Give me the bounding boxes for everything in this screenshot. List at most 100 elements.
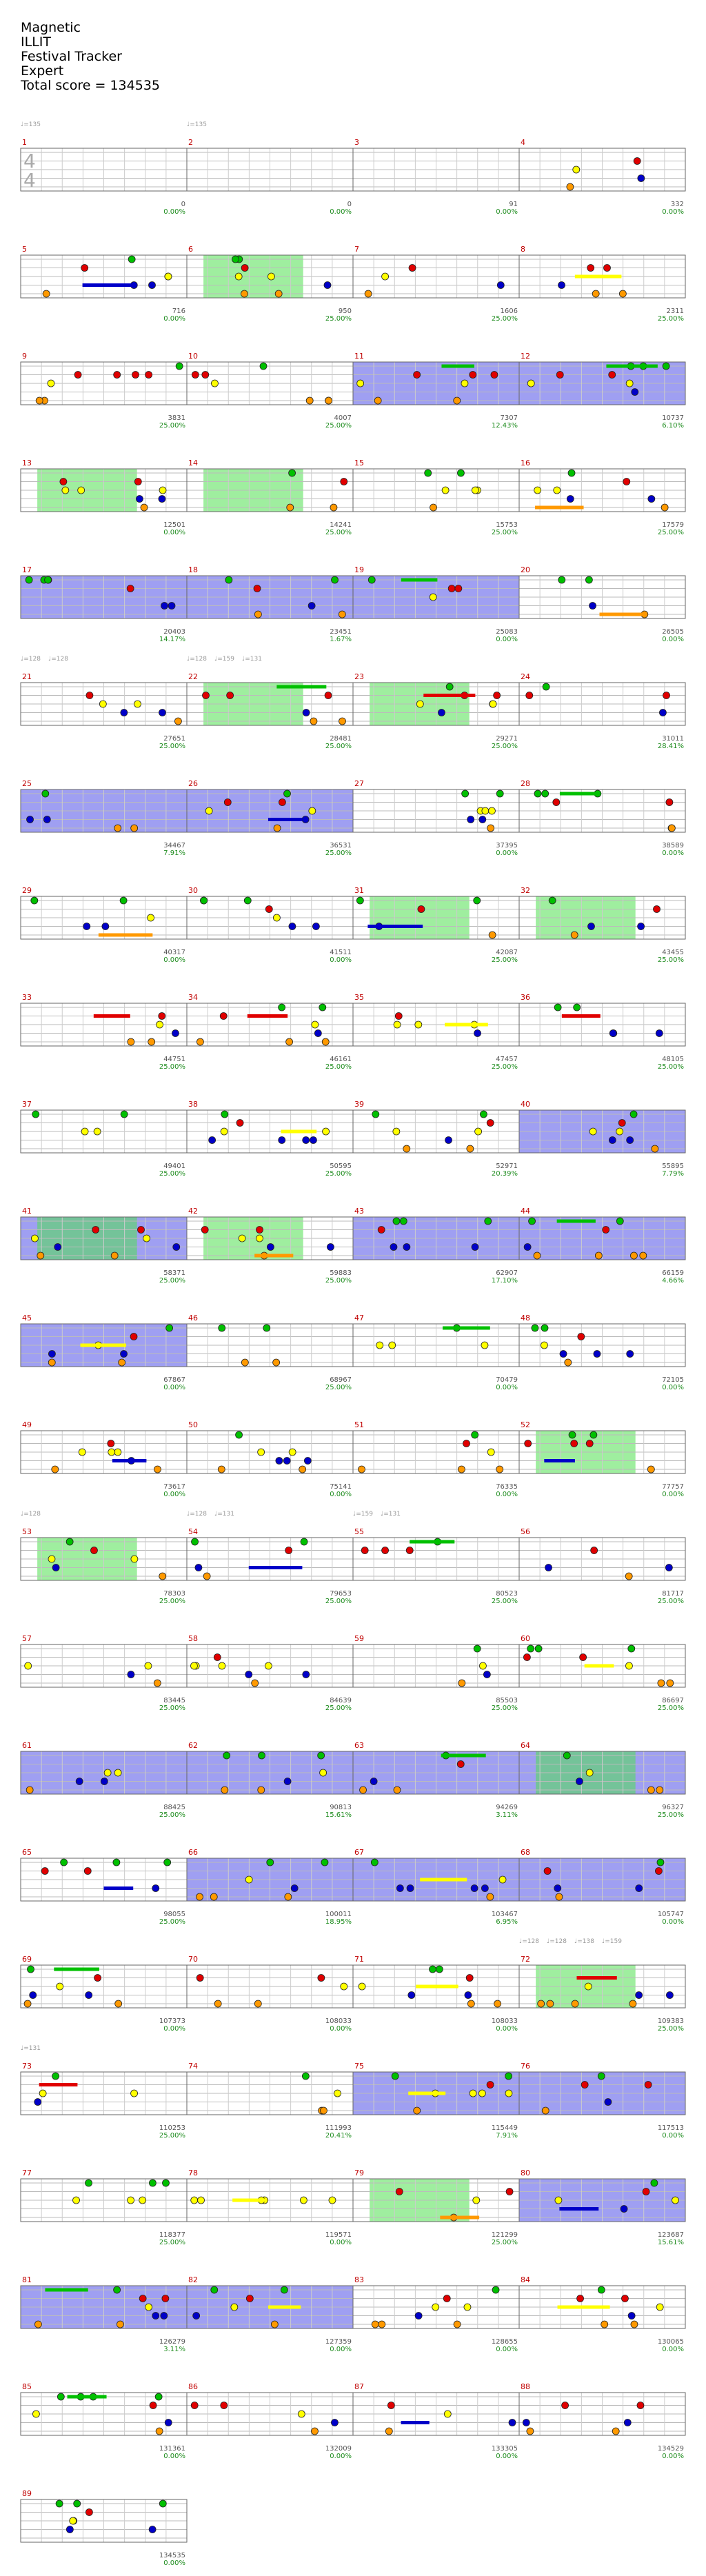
measure-border [518,2285,686,2329]
overdrive-percent: 0.00% [496,2453,518,2460]
note-gem [251,1679,259,1687]
note-gem [471,1243,479,1251]
cumulative-score: 108033 [492,2017,518,2025]
measure-number: 45 [22,1314,32,1322]
tempo-marker: ♩=135 [187,121,207,128]
note-gem [483,1671,491,1678]
note-gem [592,290,600,298]
note-gem [377,1226,385,1234]
measure-border [518,361,686,405]
note-gem [403,1145,411,1153]
note-gem [587,923,595,930]
note-gem [108,1448,116,1456]
sustain-tail [445,1023,488,1027]
cumulative-score: 128655 [492,2338,518,2346]
sustain-tail [559,792,601,796]
note-gem [618,1119,626,1127]
overdrive-percent: 25.00% [492,529,518,536]
note-gem [563,1751,571,1760]
overdrive-percent: 4.66% [662,1277,684,1285]
overdrive-percent: 25.00% [159,1704,185,1712]
measure-number: 35 [354,993,364,1002]
note-gem [626,1350,634,1358]
note-gem [566,495,574,503]
overdrive-percent: 0.00% [330,2239,352,2246]
measure-number: 63 [354,1741,364,1750]
note-gem [317,1974,325,1982]
note-gem [429,1965,436,1973]
note-gem [155,2427,163,2435]
cumulative-score: 105747 [658,1911,684,1918]
overdrive-percent: 25.00% [325,529,352,536]
note-gem [31,1234,39,1242]
note-gem [223,798,232,806]
cumulative-score: 67867 [163,1376,185,1384]
note-gem [257,1448,265,1456]
note-gem [288,469,296,477]
sustain-tail [420,1878,467,1882]
note-gem [83,923,91,930]
note-gem [478,2089,486,2097]
note-gem [41,1867,49,1875]
note-gem [608,371,616,379]
cumulative-score: 58371 [163,1269,185,1277]
cumulative-score: 72105 [662,1376,684,1384]
measure-border [518,2392,686,2436]
measure-number: 7 [354,245,359,254]
note-gem [597,2286,605,2294]
note-gem [388,1341,396,1349]
sustain-tail [416,1984,458,1989]
sustain-tail [544,1459,576,1462]
cumulative-score: 42087 [496,949,518,956]
measure-number: 80 [521,2169,530,2177]
note-gem [321,1038,330,1046]
measure-number: 37 [22,1100,32,1109]
note-gem [137,1226,145,1234]
note-gem [26,816,34,823]
overdrive-percent: 15.61% [325,1811,352,1819]
note-gem [103,1769,112,1777]
note-gem [461,789,470,798]
note-gem [625,1572,633,1580]
sustain-tail [93,1014,130,1018]
note-gem [358,1982,366,1991]
cumulative-score: 81717 [662,1590,684,1598]
note-gem [127,2196,134,2204]
note-gem [473,896,481,905]
note-gem [486,1893,494,1901]
overdrive-percent: 0.00% [163,208,185,216]
note-gem [299,1465,307,1473]
overdrive-percent: 25.00% [159,1170,185,1178]
note-gem [644,2081,652,2089]
note-gem [78,1448,86,1456]
measure-number: 87 [354,2382,364,2391]
note-gem [144,1662,152,1670]
measure-number: 1 [22,138,27,147]
note-gem [283,1457,291,1465]
note-gem [473,1644,481,1653]
note-gem [203,1572,211,1580]
cumulative-score: 90813 [330,1804,352,1811]
note-gem [545,1564,552,1571]
note-gem [413,2106,421,2115]
note-gem [556,371,564,379]
note-gem [37,1251,45,1260]
measure-number: 82 [188,2275,198,2284]
overdrive-percent: 25.00% [492,956,518,964]
note-gem [623,478,631,485]
note-gem [48,1350,56,1358]
note-gem [301,2072,310,2080]
note-gem [447,585,456,592]
overdrive-percent: 25.00% [325,1170,352,1178]
note-gem [581,2081,589,2089]
